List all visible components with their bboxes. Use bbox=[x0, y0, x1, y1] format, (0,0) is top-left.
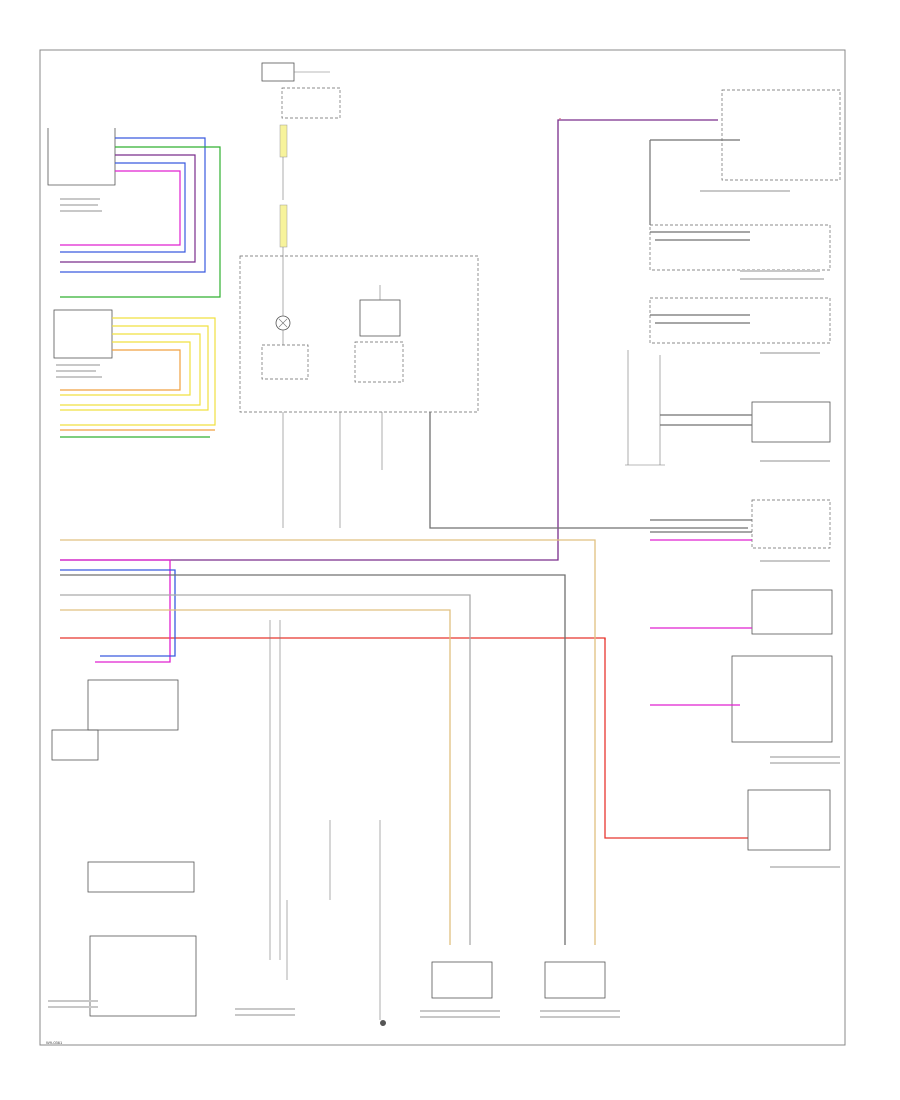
right-sensor-box-6 bbox=[751, 589, 833, 635]
abs-control-unit-box bbox=[51, 729, 99, 761]
fuse-b bbox=[279, 204, 288, 248]
left-connector-bottom-b bbox=[89, 935, 197, 1017]
right-sensor-box-5 bbox=[751, 499, 831, 549]
hot-at-all-times-box bbox=[261, 62, 295, 82]
junction-block-outline bbox=[239, 255, 479, 413]
right-sensor-box-3 bbox=[649, 297, 831, 344]
relay-box-left bbox=[261, 344, 309, 380]
right-sensor-box-7 bbox=[731, 655, 833, 743]
ground-symbol bbox=[380, 1020, 386, 1026]
fuse-a bbox=[279, 124, 288, 158]
fuse-relay-box-dashed bbox=[281, 87, 341, 119]
ignition-fuse-section bbox=[239, 62, 479, 413]
wires-left-top bbox=[60, 137, 221, 438]
module-block-left bbox=[53, 309, 113, 359]
diagram-footer-code: W9-0361 bbox=[46, 1040, 63, 1045]
right-sensor-box-8 bbox=[747, 789, 831, 851]
left-front-sensor-box bbox=[431, 961, 493, 999]
relay-coil-box bbox=[359, 299, 401, 337]
label-marks bbox=[48, 190, 840, 1018]
left-connector-blocks bbox=[47, 128, 197, 1017]
wires-right bbox=[649, 139, 752, 706]
wires-main-bus bbox=[60, 118, 748, 945]
right-sensor-box-4 bbox=[751, 401, 831, 443]
left-connector-lower bbox=[87, 679, 179, 731]
right-sensor-groups bbox=[625, 89, 841, 851]
left-connector-bottom-a bbox=[87, 861, 195, 893]
right-sensor-box-1 bbox=[721, 89, 841, 181]
diagram-frame bbox=[39, 49, 846, 1046]
right-front-sensor-box bbox=[544, 961, 606, 999]
relay-box-center bbox=[354, 341, 404, 383]
bottom-center-components bbox=[269, 412, 606, 1026]
